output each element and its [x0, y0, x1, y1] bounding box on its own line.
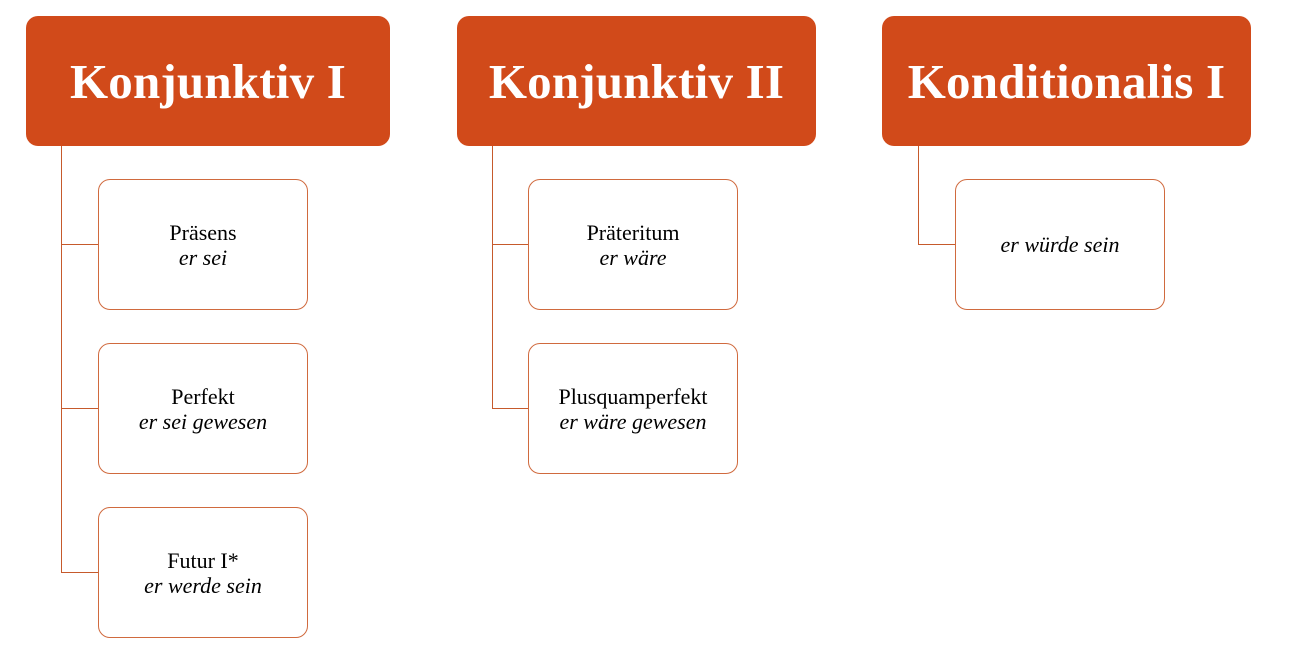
connector-branch-2-2: [492, 408, 528, 409]
node-label: Präsens: [169, 219, 237, 245]
node-label: Perfekt: [171, 383, 235, 409]
header-konditionalis-1: Konditionalis I: [882, 16, 1251, 146]
connector-branch-1-2: [61, 408, 98, 409]
node-example: er würde sein: [1000, 232, 1120, 257]
connector-trunk-3: [918, 146, 919, 244]
connector-branch-2-1: [492, 244, 528, 245]
node-example: er sei: [178, 244, 228, 270]
node-example: er werde sein: [144, 572, 262, 598]
connector-trunk-1: [61, 146, 62, 572]
node-er-wuerde-sein: er würde sein: [955, 179, 1165, 310]
header-konjunktiv-2: Konjunktiv II: [457, 16, 816, 146]
node-example: er wäre: [599, 244, 667, 270]
node-futur-1: Futur I* er werde sein: [98, 507, 308, 638]
node-praesens: Präsens er sei: [98, 179, 308, 310]
node-praeteritum: Präteritum er wäre: [528, 179, 738, 310]
connector-branch-1-1: [61, 244, 98, 245]
node-label: Präteritum: [586, 219, 680, 245]
connector-branch-1-3: [61, 572, 98, 573]
connector-branch-3-1: [918, 244, 955, 245]
node-plusquamperfekt: Plusquamperfekt er wäre gewesen: [528, 343, 738, 474]
node-label: Futur I*: [167, 547, 239, 573]
node-example: er wäre gewesen: [559, 408, 707, 434]
connector-trunk-2: [492, 146, 493, 408]
node-example: er sei gewesen: [138, 408, 268, 434]
header-konjunktiv-1: Konjunktiv I: [26, 16, 390, 146]
node-label: Plusquamperfekt: [558, 383, 708, 409]
node-perfekt: Perfekt er sei gewesen: [98, 343, 308, 474]
